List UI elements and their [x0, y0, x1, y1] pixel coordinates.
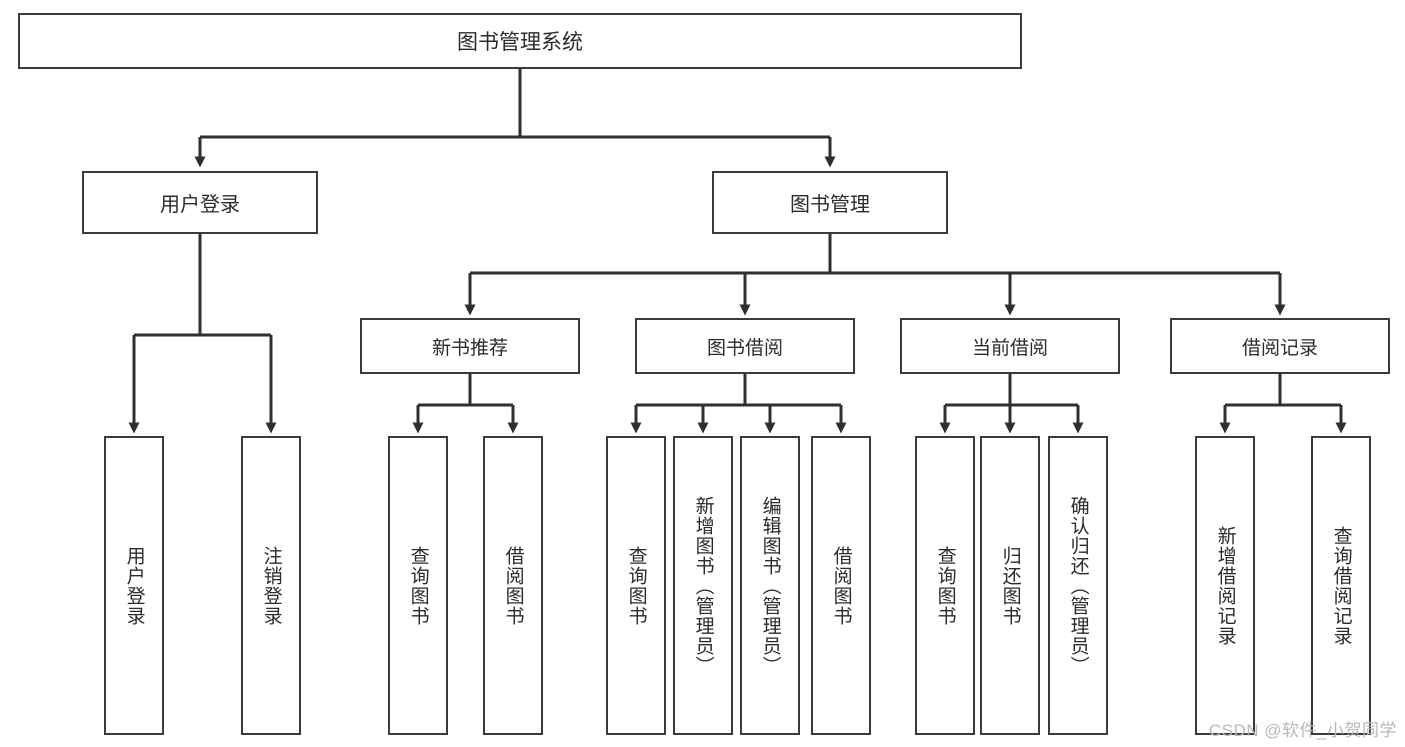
leaf-new-book-query[interactable]: 查询图书: [388, 436, 448, 735]
node-label: 借阅图书: [830, 545, 852, 626]
node-label: 归还图书: [999, 545, 1021, 626]
leaf-current-return-book[interactable]: 归还图书: [980, 436, 1040, 735]
node-label: 用户登录: [123, 545, 145, 626]
node-label: 查询图书: [625, 545, 647, 626]
node-label: 编辑图书（管理员）: [759, 495, 781, 676]
node-new-book-recommend[interactable]: 新书推荐: [360, 318, 580, 374]
leaf-borrow-query-book[interactable]: 查询图书: [606, 436, 666, 735]
leaf-current-confirm-return[interactable]: 确认归还（管理员）: [1048, 436, 1108, 735]
node-label: 查询图书: [934, 545, 956, 626]
node-label: 借阅图书: [502, 545, 524, 626]
csdn-watermark: CSDN @软件_小贺同学: [1208, 721, 1397, 740]
node-label: 新书推荐: [431, 337, 508, 359]
node-label: 借阅记录: [1241, 337, 1318, 359]
leaf-user-login-signin[interactable]: 用户登录: [104, 436, 164, 735]
leaf-borrow-edit-book[interactable]: 编辑图书（管理员）: [740, 436, 800, 735]
leaf-borrow-borrow-book[interactable]: 借阅图书: [811, 436, 871, 735]
node-book-borrow[interactable]: 图书借阅: [635, 318, 855, 374]
node-label: 图书管理系统: [457, 31, 583, 54]
node-book-management[interactable]: 图书管理: [712, 171, 948, 234]
node-label: 图书管理: [790, 194, 870, 216]
leaf-records-add-record[interactable]: 新增借阅记录: [1195, 436, 1255, 735]
leaf-current-query-book[interactable]: 查询图书: [915, 436, 975, 735]
node-book-management-system[interactable]: 图书管理系统: [18, 13, 1022, 69]
node-borrow-records[interactable]: 借阅记录: [1170, 318, 1390, 374]
leaf-borrow-add-book[interactable]: 新增图书（管理员）: [673, 436, 733, 735]
leaf-records-query-record[interactable]: 查询借阅记录: [1311, 436, 1371, 735]
leaf-new-book-borrow[interactable]: 借阅图书: [483, 436, 543, 735]
leaf-user-login-signout[interactable]: 注销登录: [241, 436, 301, 735]
node-label: 用户登录: [160, 194, 240, 216]
node-label: 新增图书（管理员）: [692, 495, 714, 676]
node-label: 确认归还（管理员）: [1067, 495, 1089, 676]
node-user-login[interactable]: 用户登录: [82, 171, 318, 234]
node-label: 图书借阅: [706, 337, 783, 359]
node-label: 查询图书: [407, 545, 429, 626]
node-label: 新增借阅记录: [1214, 525, 1236, 646]
node-label: 查询借阅记录: [1330, 525, 1352, 646]
node-label: 注销登录: [260, 545, 282, 626]
node-current-borrow[interactable]: 当前借阅: [900, 318, 1120, 374]
node-label: 当前借阅: [971, 337, 1048, 359]
